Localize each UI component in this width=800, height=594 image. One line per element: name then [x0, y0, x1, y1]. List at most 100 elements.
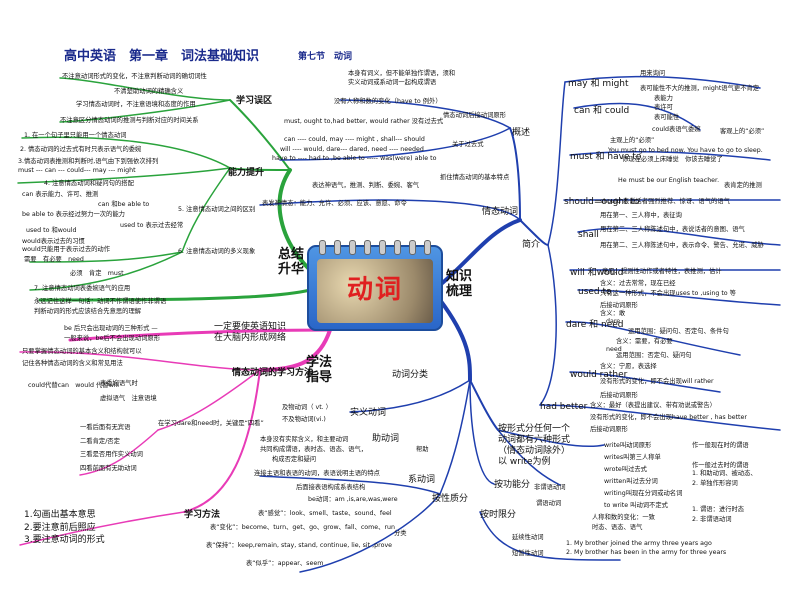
- gaishu-item: 没有人称和数的变化（have to 例外）: [334, 98, 442, 105]
- nature-item: 表“似乎”：appear、seem: [246, 560, 324, 567]
- summary-line: 判断动词的形式应该结合先意思的理解: [34, 308, 142, 315]
- must-item: 客观上的“必须”: [720, 128, 765, 135]
- diff-item: would只能用于表示过去的动作: [22, 246, 111, 253]
- modal-item: will 和would: [570, 268, 624, 278]
- used-item: 含义：过去常常，现在已经: [600, 280, 676, 287]
- wuqu-item: 学习情态动词时，不注意语境和态度的作用: [76, 101, 196, 108]
- qingtai-item: 只要掌握情态动词的基本含义和结构就可以: [22, 348, 142, 355]
- branch-line: [79, 429, 159, 476]
- branch-line: [469, 379, 499, 431]
- can-item: 表能力: [654, 95, 673, 102]
- can-item: could表语气委婉: [652, 126, 701, 133]
- must-item: You must go to bed now. You have to go t…: [608, 147, 763, 154]
- form-item: writes叫第三人称单: [604, 454, 661, 461]
- diff-item: would表示过去的习惯: [22, 238, 85, 245]
- branch-line: [539, 404, 781, 431]
- nature-item: 表“感觉”：look、smell、taste、sound、feel: [258, 510, 392, 517]
- branch-line: [183, 369, 261, 513]
- nengli-item: 4. 注意情态动词和疑问句的搭配: [44, 180, 134, 187]
- modal-item: must 和 have to: [570, 152, 642, 162]
- diff-item: can 表示能力、许可、推测: [22, 191, 99, 198]
- forms-line: 按形式分任何一个: [498, 424, 571, 434]
- wuqu-item: 不注意区分情态动词的推测与判断对应的时间关系: [60, 117, 199, 124]
- wuqu-item: 不注意动词形式的变化，不注意判断动词的确切词性: [62, 73, 207, 80]
- branch-line: [339, 99, 511, 129]
- dare-item: dare: [606, 318, 621, 325]
- branch-line: [59, 99, 231, 123]
- past-item: can ---- could, may ---- might , shall--…: [284, 136, 425, 143]
- label-study-method: 学习方法: [184, 510, 221, 520]
- branch-line: [479, 511, 621, 561]
- label-xuexi-wuqu: 学习误区: [236, 96, 273, 106]
- branch-line: [519, 219, 549, 246]
- form-note: 2. 非谓语动词: [692, 516, 732, 523]
- nature-item: 后面接表语构成系表结构: [296, 484, 366, 491]
- shall-item: 用在第二、三人称陈述句中，表示命令、警告、允诺、威胁: [600, 242, 764, 249]
- nature-item: 表“变化”：become、turn、get、go、grow、fall、come、…: [210, 524, 396, 531]
- dual-item: 必须 肯定 must: [70, 270, 124, 277]
- nengli-item: 2. 情态动词的过去式有时只表示语气的委婉: [20, 146, 142, 153]
- nature-item: 本身没有实际含义，和主要动词: [260, 436, 349, 443]
- branch-line: [569, 150, 771, 161]
- node-xuefa: 学法 指导: [306, 355, 333, 385]
- shall-item: 用在第一、三人称中，表征询: [600, 212, 682, 219]
- can-item: 表许可: [654, 104, 673, 111]
- branch-line: [29, 251, 183, 263]
- must-item: 表肯定的推测: [724, 182, 762, 189]
- guide-item: 一般来说，be后不会出现动词原形: [64, 335, 161, 342]
- modal-item: shall: [578, 230, 599, 240]
- modal-item: can 和 could: [574, 106, 630, 116]
- diff-item: 5. 注意情态动词之间的区别: [178, 206, 256, 213]
- label-gaishu: 概述: [512, 128, 531, 138]
- nature-item: 共同构成谓语，表时态、语态、语气，: [260, 446, 368, 453]
- gaishu-item: 本身有词义，但不能单独作谓语，须和: [348, 70, 456, 77]
- dare-item: need: [606, 346, 622, 353]
- diff-item: used to 表示过去经常: [120, 222, 184, 229]
- branch-line: [21, 136, 231, 169]
- branch-line: [59, 77, 231, 101]
- branch-line: [17, 167, 231, 184]
- study-item: 1.勾画出基本意思: [24, 510, 96, 520]
- branch-line: [573, 102, 701, 131]
- label-jianjie: 简介: [522, 240, 541, 250]
- dare-item: 含义：敢: [600, 310, 626, 317]
- qinggan-item: 抓住情态动词的基本特点: [440, 174, 510, 181]
- past-item: must, ought to,had better, would rather …: [284, 118, 444, 125]
- label-qingtai-method: 情态动词的学习方法: [232, 368, 314, 378]
- dual-item: 7. 注意情态动词表委婉语气的应用: [34, 285, 131, 292]
- branch-line: [497, 429, 561, 486]
- branch-line: [259, 475, 441, 495]
- branch-line: [438, 298, 472, 382]
- func-item: 非谓语动词: [534, 484, 566, 491]
- form-item: to write 叫动词不定式: [604, 502, 668, 509]
- branch-line: [564, 75, 761, 89]
- branch-line: [565, 321, 741, 356]
- form-item: writing叫现在分词或动名词: [604, 490, 683, 497]
- guide-line: 一定要使英语知识: [214, 322, 287, 332]
- modal-item: dare 和 need: [566, 320, 624, 330]
- branch-line: [258, 328, 332, 372]
- branch-line: [469, 379, 495, 485]
- nengli-item: must --- can --- could--- may --- might: [18, 167, 136, 174]
- modal-item: used to: [578, 287, 612, 297]
- diff-item: be able to 表示经过努力一次的能力: [22, 211, 125, 218]
- branch-line: [259, 199, 521, 221]
- func-item: 时态、语态、语气: [592, 524, 643, 531]
- branch-line: [509, 127, 521, 221]
- summary-line: 永远记住这样一句话：动词不作谓语使作非谓语: [34, 298, 167, 305]
- branch-line: [277, 168, 312, 272]
- qingtai-item: 表委婉语气时: [100, 380, 138, 387]
- form-item: written叫过去分词: [604, 478, 658, 485]
- func-item: 谓语动词: [536, 500, 562, 507]
- branch-line: [19, 351, 261, 371]
- must-item: He must be our English teacher.: [618, 177, 720, 184]
- label-past-tense: 关于过去式: [452, 141, 484, 148]
- branch-line: [157, 369, 261, 431]
- qingtai-item: 在学习dare和need时，关键是“四看”: [158, 420, 264, 427]
- form-note: 2. 单独作形容词: [692, 480, 738, 487]
- nature-item: 系动词: [408, 475, 436, 485]
- duration-item: 1. My brother joined the army three year…: [566, 540, 712, 547]
- qingtai-item: 记住各种情态动词的含义和常见用法: [22, 360, 123, 367]
- duration-item: 2. My brother has been in the army for t…: [566, 549, 727, 556]
